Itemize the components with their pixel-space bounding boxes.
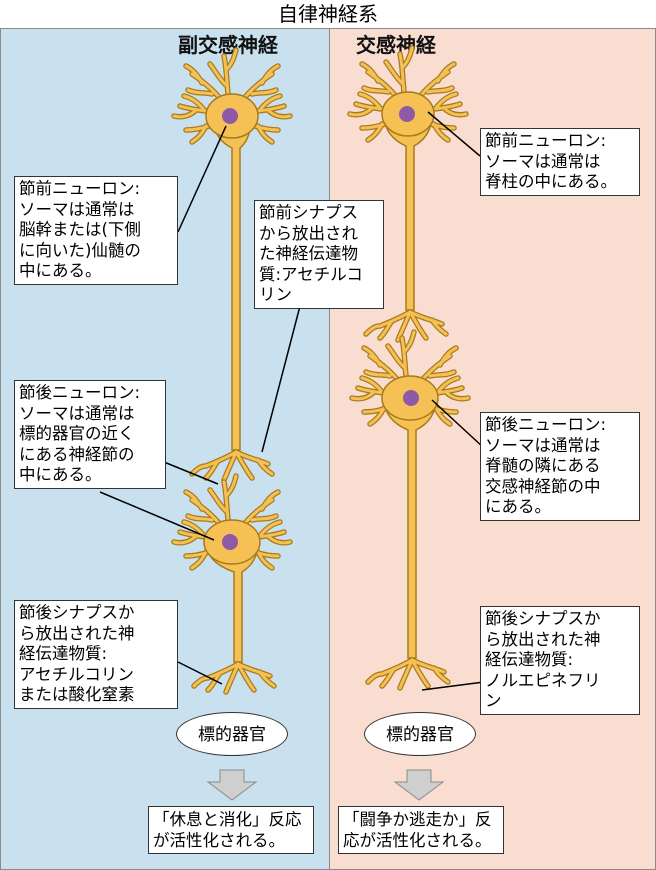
symp-response-box: 「闘争か逃走か」反 応が活性化される。 (338, 806, 504, 854)
symp-preganglionic-neuron (350, 48, 466, 340)
para-postganglionic-synapse-box: 節後シナプスか ら放出された神 経伝達物質: アセチルコリン または酸化窒素 (14, 600, 178, 709)
symp-arrow (393, 769, 445, 801)
symp-post-nucleus (403, 390, 419, 406)
para-pre-nucleus (222, 108, 238, 124)
para-response-box: 「休息と消化」反応 が活性化される。 (148, 806, 314, 854)
symp-pre-nucleus (399, 106, 415, 122)
para-post-nucleus (222, 534, 238, 550)
symp-postganglionic-synapse-box: 節後シナプスか ら放出された神 経伝達物質: ノルエピネフリ ン (480, 606, 640, 715)
leader-lines (99, 111, 485, 691)
symp-postganglionic-box: 節後ニューロン: ソーマは通常は 脊髄の隣にある 交感神経節の中 にある。 (480, 412, 640, 521)
diagram-title: 自律神経系 (278, 2, 378, 26)
para-target-organ: 標的器官 (176, 712, 288, 756)
para-arrow (206, 769, 258, 801)
para-preganglionic-neuron (174, 50, 290, 480)
para-preganglionic-box: 節前ニューロン: ソーマは通常は 脳幹または(下側 に向いた)仙髄の 中にある。 (14, 176, 178, 285)
symp-postganglionic-neuron (352, 332, 468, 688)
symp-preganglionic-box: 節前ニューロン: ソーマは通常は 脊柱の中にある。 (480, 128, 640, 196)
symp-target-organ: 標的器官 (364, 712, 476, 756)
para-postganglionic-neuron (174, 476, 290, 692)
para-preganglionic-synapse-box: 節前シナプス から放出され た神経伝達物 質:アセチルコ リン (254, 200, 384, 309)
sympathetic-heading: 交感神経 (356, 33, 436, 57)
para-postganglionic-box: 節後ニューロン: ソーマは通常は 標的器官の近く にある神経節の 中にある。 (14, 380, 166, 489)
parasympathetic-heading: 副交感神経 (178, 33, 278, 57)
